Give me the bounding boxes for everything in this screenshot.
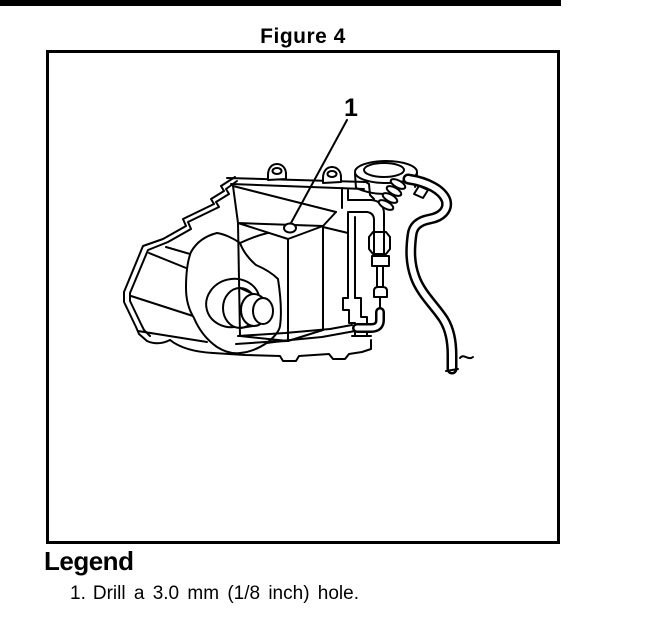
figure-frame: 1 xyxy=(46,50,560,544)
drill-hole-marker xyxy=(283,222,297,234)
hose-clamp xyxy=(413,185,429,199)
lower-elbow-tube xyxy=(352,307,385,333)
case-front-panel xyxy=(237,222,349,342)
legend-heading: Legend xyxy=(44,546,134,576)
bolt-boss-lobes xyxy=(267,163,342,184)
callout-1-label: 1 xyxy=(344,94,358,122)
vent-hose xyxy=(402,173,474,375)
vent-pipe-group xyxy=(347,160,418,316)
hose-break-tick xyxy=(459,355,474,360)
figure-title: Figure 4 xyxy=(260,25,346,48)
legend-item: 1. Drill a 3.0 mm (1/8 inch) hole. xyxy=(70,583,360,605)
transaxle-illustration: 1 xyxy=(123,94,474,375)
legend-item-text: Drill a 3.0 mm (1/8 inch) hole. xyxy=(92,583,360,604)
vent-cap xyxy=(354,160,418,195)
hose-open-end xyxy=(445,368,459,372)
transaxle-case-group xyxy=(123,163,375,342)
oil-pan-flange xyxy=(146,324,372,362)
top-rule xyxy=(0,0,561,6)
callout-group: 1 xyxy=(283,94,358,234)
hex-fitting xyxy=(368,231,391,316)
callout-leader-line xyxy=(290,119,348,224)
ribbed-neck xyxy=(377,178,407,211)
legend-item-number: 1. xyxy=(70,583,86,604)
